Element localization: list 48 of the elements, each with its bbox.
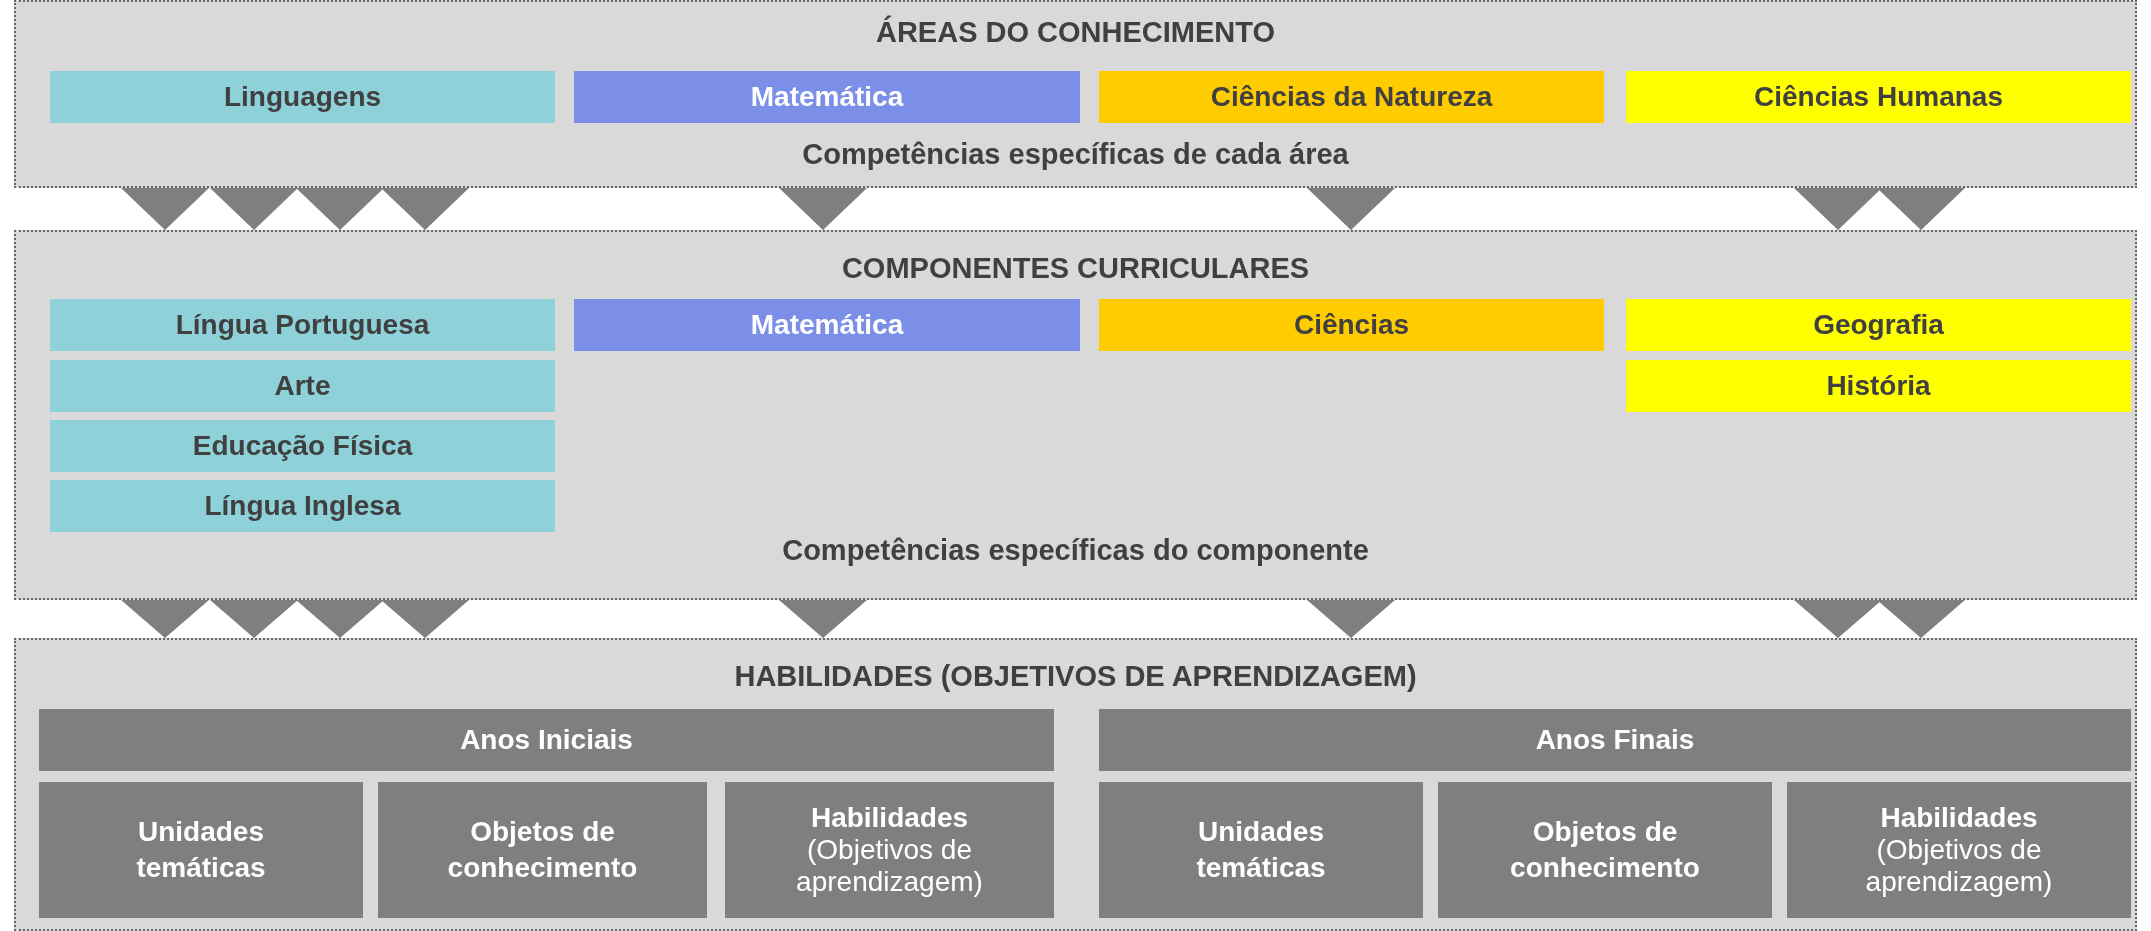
chevron-arrow xyxy=(1794,599,1882,639)
box-heading: Habilidades xyxy=(810,802,969,834)
subject-box: Matemática xyxy=(574,299,1080,351)
chevron-arrow xyxy=(210,187,298,231)
section-heading: COMPONENTES CURRICULARES xyxy=(840,252,1311,285)
section-subtitle: Competências específicas do componente xyxy=(781,534,1370,567)
category-box: Unidades temáticas xyxy=(1099,782,1423,918)
section-panel xyxy=(14,0,2137,188)
chevron-arrow xyxy=(121,187,209,231)
chevron-arrow xyxy=(1307,599,1395,639)
subject-box: Ciências da Natureza xyxy=(1099,71,1604,123)
section-panel xyxy=(14,230,2137,600)
section-panel xyxy=(14,638,2137,931)
chevron-arrow xyxy=(121,599,209,639)
category-box: Objetos de conhecimento xyxy=(378,782,707,918)
category-box: Anos Iniciais xyxy=(39,709,1054,771)
chevron-arrow xyxy=(1307,187,1395,231)
subject-box: Arte xyxy=(50,360,555,412)
section-heading: ÁREAS DO CONHECIMENTO xyxy=(874,16,1277,49)
subject-box: Educação Física xyxy=(50,420,555,472)
chevron-arrow xyxy=(779,599,867,639)
chevron-arrow xyxy=(296,187,384,231)
category-box xyxy=(1787,782,2131,918)
subject-box: Língua Portuguesa xyxy=(50,299,555,351)
subject-box: Matemática xyxy=(574,71,1080,123)
chevron-arrow xyxy=(1794,187,1882,231)
subject-box: Geografia xyxy=(1626,299,2131,351)
chevron-arrow xyxy=(296,599,384,639)
section-subtitle: Competências específicas de cada área xyxy=(801,138,1350,171)
category-box xyxy=(725,782,1054,918)
category-box: Unidades temáticas xyxy=(39,782,363,918)
chevron-arrow xyxy=(1877,187,1965,231)
category-box: Objetos de conhecimento xyxy=(1438,782,1772,918)
chevron-arrow xyxy=(381,599,469,639)
box-heading: Habilidades xyxy=(1880,802,2038,834)
subject-box: Ciências Humanas xyxy=(1626,71,2131,123)
chevron-arrow xyxy=(210,599,298,639)
subject-box: História xyxy=(1626,360,2131,412)
chevron-arrow xyxy=(1877,599,1965,639)
subject-box: Língua Inglesa xyxy=(50,480,555,532)
chevron-arrow xyxy=(779,187,867,231)
box-text: (Objetivos de aprendizagem) xyxy=(1864,834,2054,898)
category-box: Anos Finais xyxy=(1099,709,2131,771)
section-heading: HABILIDADES (OBJETIVOS DE APRENDIZAGEM) xyxy=(733,660,1418,693)
box-text: (Objetivos de aprendizagem) xyxy=(795,834,984,898)
subject-box: Ciências xyxy=(1099,299,1604,351)
chevron-arrow xyxy=(381,187,469,231)
subject-box: Linguagens xyxy=(50,71,555,123)
